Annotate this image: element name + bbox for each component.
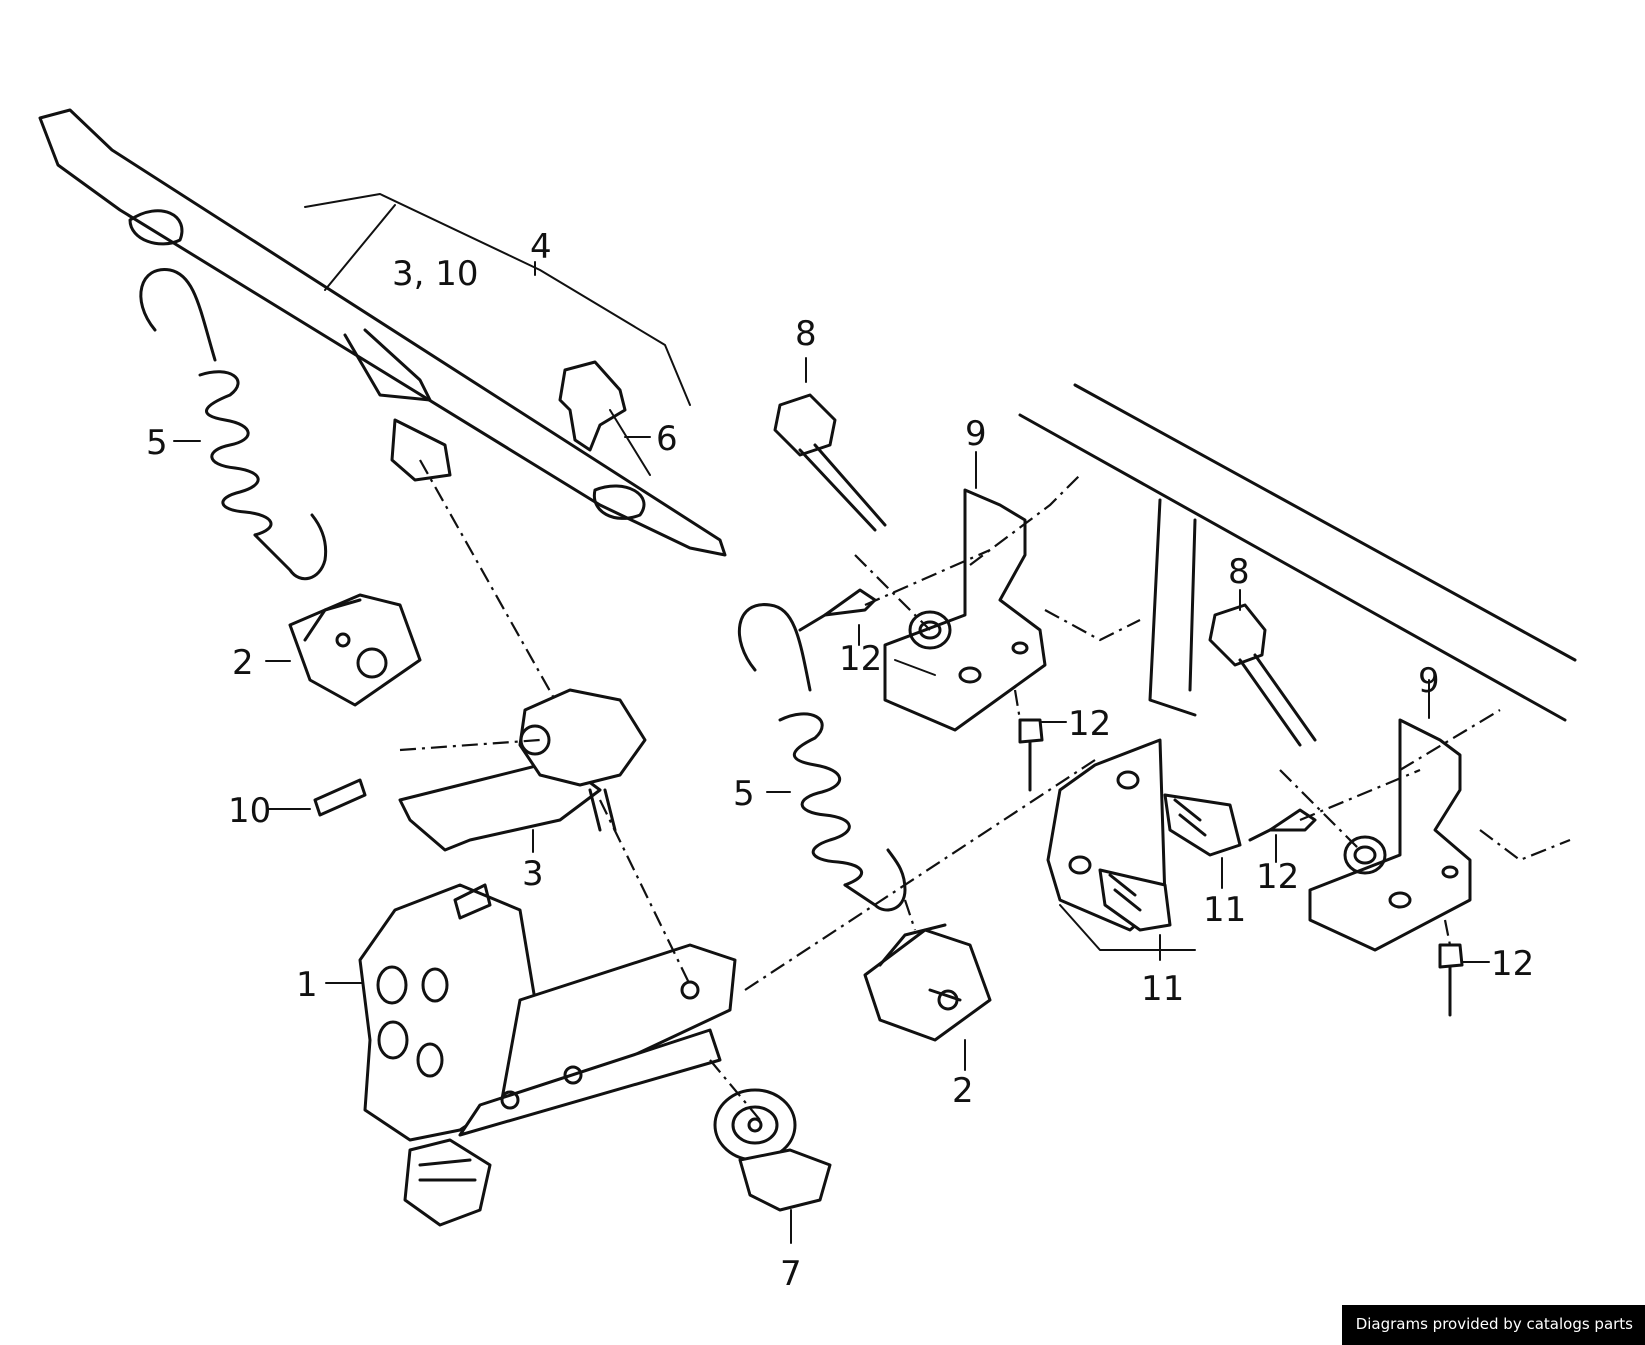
callout-5-left: 5: [146, 423, 168, 463]
callout-2-center: 2: [952, 1071, 974, 1111]
callout-3-10: 3, 10: [392, 254, 479, 294]
grommet-part-7: [713, 1088, 832, 1212]
bolt-11-lower: [1098, 868, 1172, 932]
callout-labels: 1 2 2 3 3, 10 4 5 5 6 7 8 8 9 9 10 11 11…: [146, 227, 1534, 1294]
rivet-12-right-a: [1248, 808, 1317, 842]
credit-banner: Diagrams provided by catalogs parts: [1341, 1305, 1645, 1345]
rivet-12-right-b: [1438, 943, 1464, 1017]
frame-rails: [1018, 383, 1577, 722]
callout-7: 7: [780, 1254, 802, 1294]
lever-part-3: [313, 688, 647, 852]
callout-11-lower: 11: [1141, 969, 1184, 1009]
callout-8-left: 8: [795, 314, 817, 354]
bushing-left: [288, 593, 422, 707]
lever-bar-assembly: [38, 108, 727, 557]
callout-3: 3: [522, 854, 544, 894]
bushing-center: [863, 923, 992, 1042]
callout-12-left-b: 12: [1068, 704, 1111, 744]
main-bracket-part-1: [358, 883, 737, 1227]
callout-6: 6: [656, 419, 678, 459]
callout-9-left: 9: [965, 414, 987, 454]
screw-8-left: [773, 393, 887, 532]
callout-12-right-a: 12: [1256, 857, 1299, 897]
rivet-12-left-a: [798, 588, 877, 632]
screw-8-right: [1208, 603, 1317, 747]
callout-4: 4: [530, 227, 552, 267]
callout-11-upper: 11: [1203, 890, 1246, 930]
spring-upper-left: [139, 268, 328, 581]
mount-block-right: [1308, 718, 1472, 952]
clip-part-6: [558, 360, 651, 476]
callout-1: 1: [296, 965, 318, 1005]
callout-9-right: 9: [1418, 661, 1440, 701]
callout-12-right-b: 12: [1491, 944, 1534, 984]
callout-2-left: 2: [232, 643, 254, 683]
callout-bracket-4: [304, 193, 691, 406]
rivet-12-left-b: [1018, 718, 1044, 792]
callout-8-right: 8: [1228, 552, 1250, 592]
spring-center: [738, 603, 907, 912]
callout-5-center: 5: [733, 774, 755, 814]
callout-12-left-a: 12: [839, 639, 882, 679]
assembly-lines: [399, 459, 1571, 1121]
callout-10: 10: [228, 791, 271, 831]
bolt-11-upper: [1163, 793, 1242, 857]
leader-lines: [173, 357, 1490, 1244]
mount-block-left: [883, 488, 1047, 732]
